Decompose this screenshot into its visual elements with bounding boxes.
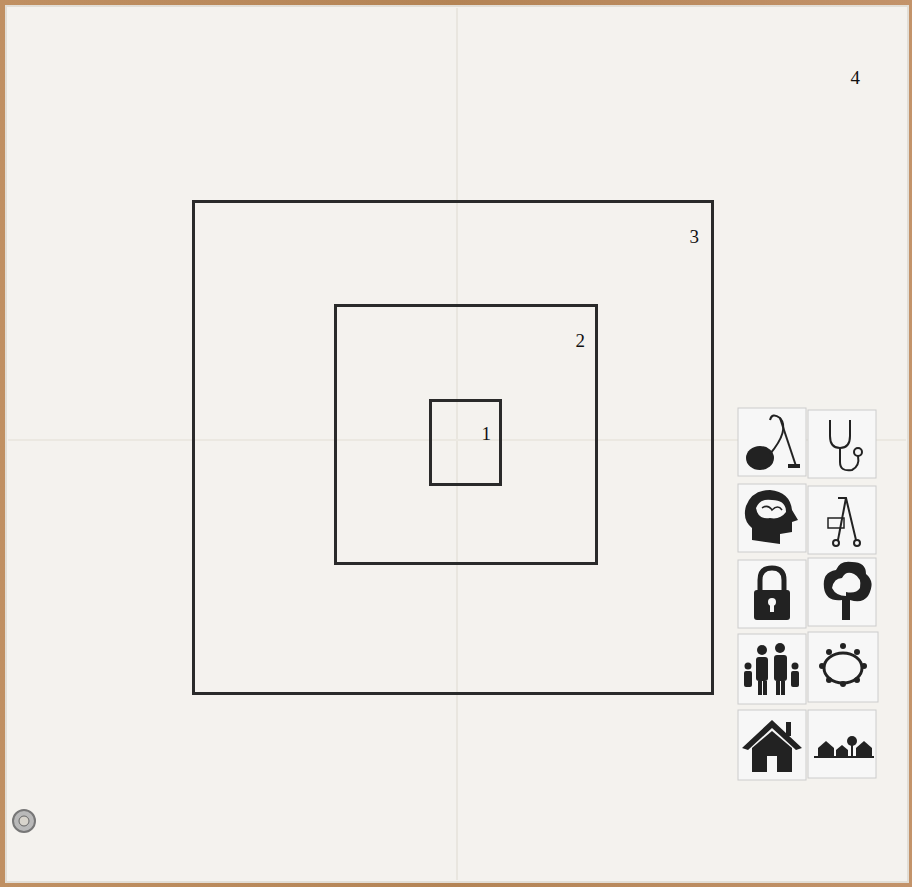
padlock-icon: [754, 568, 790, 620]
house-icon: [742, 720, 802, 772]
region-number: 1: [482, 424, 492, 443]
inner-square: 1: [429, 399, 502, 486]
tree-icon: [824, 562, 872, 620]
eyelet: [13, 810, 35, 832]
stethoscope-icon: [830, 420, 862, 470]
head-brain-icon: [745, 490, 798, 544]
outer-square: 321: [192, 200, 714, 695]
region-number: 4: [851, 68, 861, 87]
community-circle-icon: [819, 643, 867, 687]
middle-square: 21: [334, 304, 598, 565]
region-number: 2: [576, 331, 586, 350]
vacuum-icon: [746, 415, 800, 470]
family-icon: [744, 643, 799, 695]
cloth-fold: [456, 8, 458, 880]
walker-icon: [828, 498, 860, 546]
region-number: 3: [690, 227, 700, 246]
eyelet: [19, 816, 29, 826]
cloth: [6, 6, 908, 882]
icon-cards: [738, 408, 878, 780]
cloth-region: 4321: [6, 6, 908, 882]
village-icon: [814, 736, 874, 758]
